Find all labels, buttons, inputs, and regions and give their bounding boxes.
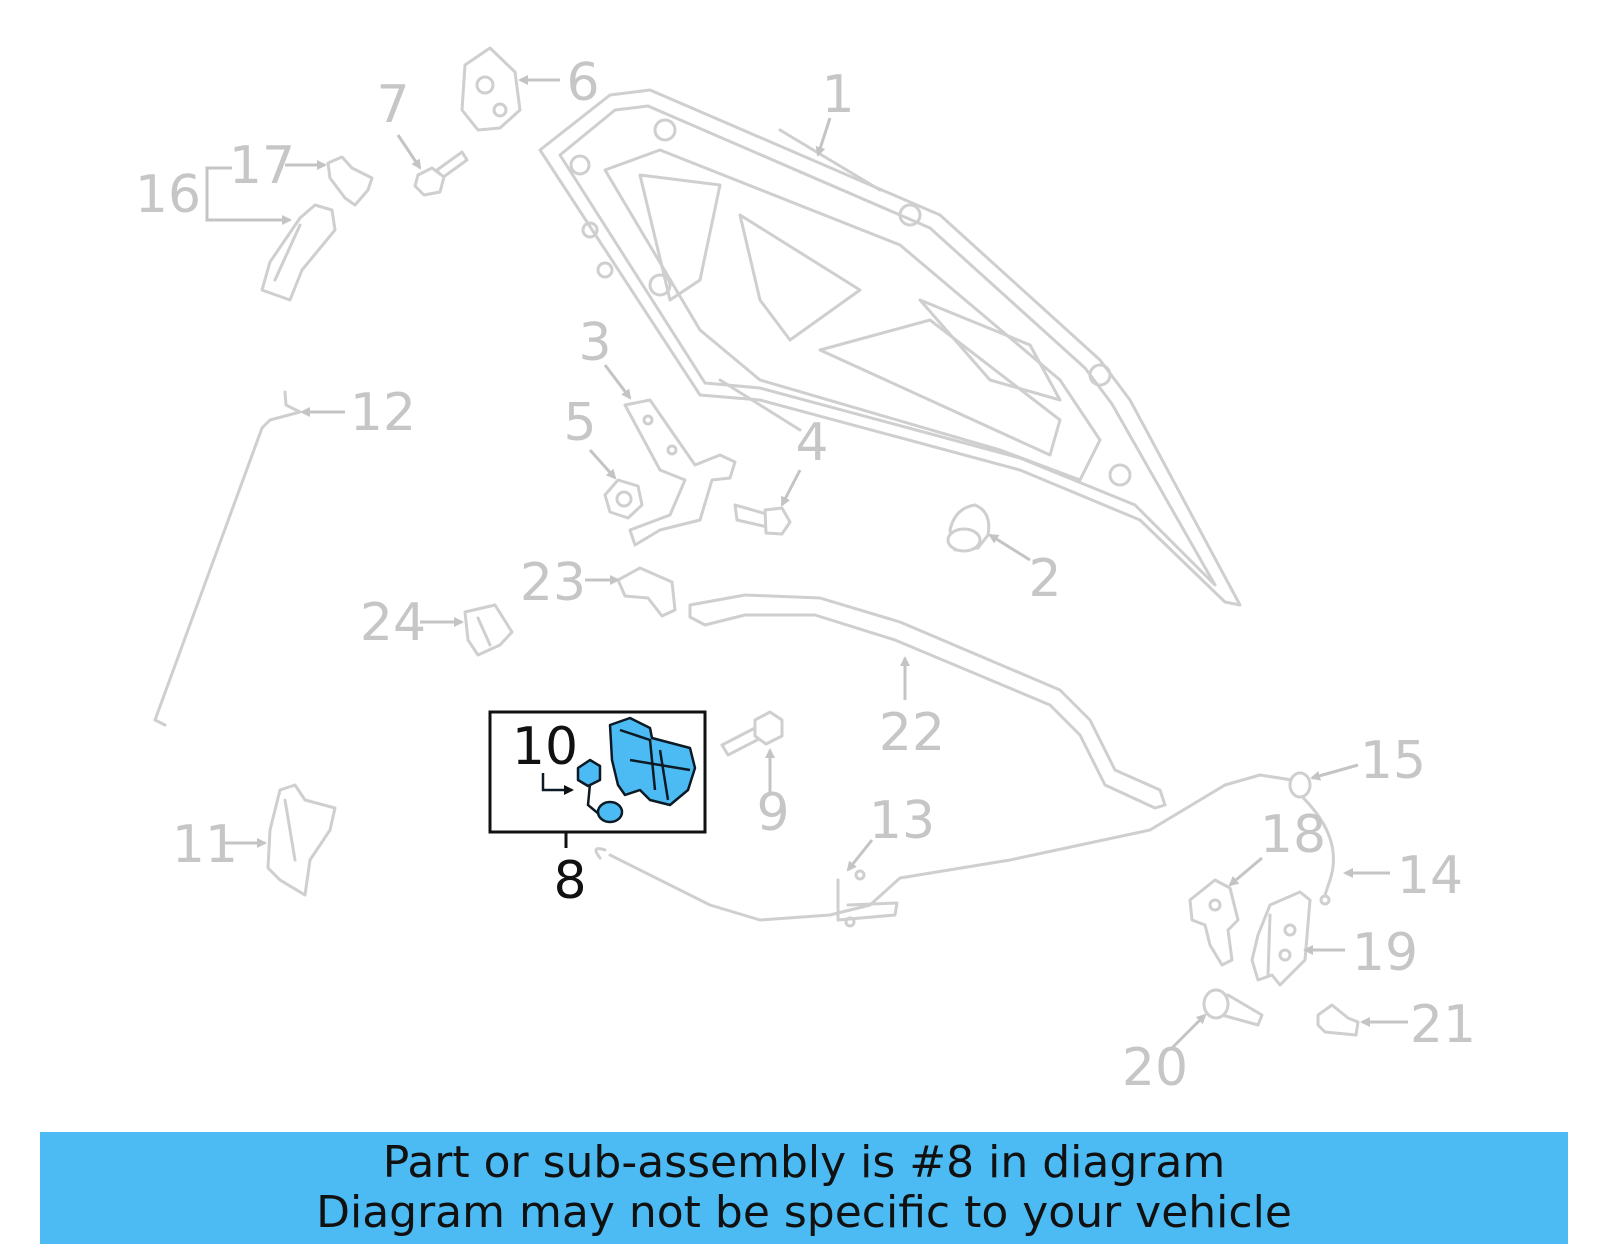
bumper-block bbox=[463, 603, 514, 657]
callout-16: 16 bbox=[135, 165, 201, 225]
callout-12: 12 bbox=[350, 383, 416, 443]
hinge-cover bbox=[260, 203, 337, 302]
info-banner: Part or sub-assembly is #8 in diagram Di… bbox=[40, 1132, 1568, 1244]
callout-21: 21 bbox=[1410, 995, 1476, 1055]
seal-clip bbox=[616, 566, 677, 618]
striker-screw bbox=[1202, 988, 1264, 1027]
hood-bracket bbox=[460, 46, 522, 132]
callout-11: 11 bbox=[172, 815, 238, 875]
hood-latch bbox=[608, 716, 697, 807]
cable-end bbox=[1293, 788, 1335, 906]
callout-2: 2 bbox=[1028, 549, 1061, 609]
hood-striker bbox=[1250, 890, 1312, 987]
hood-hinge bbox=[623, 398, 737, 547]
banner-line-part: Part or sub-assembly is #8 in diagram bbox=[382, 1137, 1226, 1188]
latch-bolt bbox=[720, 710, 784, 757]
callout-18: 18 bbox=[1260, 805, 1326, 865]
release-cable bbox=[594, 773, 1294, 928]
hood-bumper bbox=[946, 503, 991, 553]
callout-5: 5 bbox=[563, 393, 596, 453]
callout-20: 20 bbox=[1122, 1038, 1188, 1098]
prop-rod bbox=[153, 390, 302, 727]
callout-10: 10 bbox=[512, 717, 578, 777]
callout-1: 1 bbox=[821, 65, 854, 125]
callout-4: 4 bbox=[795, 413, 828, 473]
callout-14: 14 bbox=[1397, 846, 1463, 906]
hood-seal-strip bbox=[688, 593, 1167, 810]
callout-13: 13 bbox=[869, 791, 935, 851]
hinge-nut bbox=[603, 478, 644, 520]
cable-grommet bbox=[1288, 771, 1312, 799]
callout-8: 8 bbox=[553, 851, 586, 911]
callout-9: 9 bbox=[756, 783, 789, 843]
callout-3: 3 bbox=[578, 313, 611, 373]
bracket-bolt bbox=[413, 150, 469, 197]
callout-6: 6 bbox=[566, 53, 599, 113]
safety-hook bbox=[1188, 878, 1240, 967]
callout-24: 24 bbox=[360, 593, 426, 653]
banner-line-disclaimer: Diagram may not be specific to your vehi… bbox=[316, 1187, 1292, 1238]
side-seal bbox=[266, 783, 337, 897]
callout-22: 22 bbox=[879, 703, 945, 763]
callout-15: 15 bbox=[1360, 731, 1426, 791]
retainer-clip bbox=[1316, 1003, 1360, 1037]
callout-7: 7 bbox=[376, 75, 409, 135]
hood-panel bbox=[538, 88, 1242, 607]
cover-clip bbox=[326, 155, 374, 207]
highlighted-assembly-8[interactable]: 10 8 bbox=[488, 710, 707, 911]
hinge-bolt bbox=[733, 503, 792, 536]
callout-19: 19 bbox=[1352, 923, 1418, 983]
callout-17: 17 bbox=[229, 136, 295, 196]
callout-23: 23 bbox=[520, 553, 586, 613]
latch-switch bbox=[576, 758, 624, 824]
